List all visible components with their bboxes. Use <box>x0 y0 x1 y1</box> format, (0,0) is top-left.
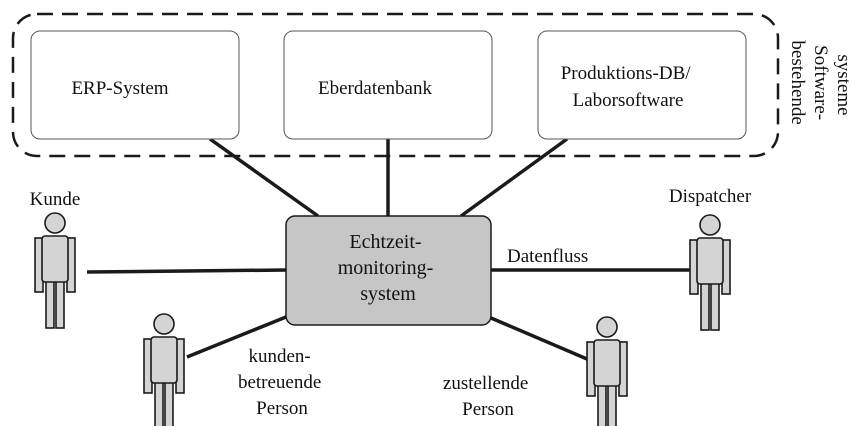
actor-label-dispatcher: Dispatcher <box>669 186 752 207</box>
person-torso <box>696 237 724 285</box>
person-icon-zustellende <box>586 316 628 426</box>
person-head <box>699 214 721 236</box>
system-box-erp: ERP-System <box>30 30 240 140</box>
person-leg-left <box>45 277 55 329</box>
link-kunde <box>86 268 287 274</box>
person-leg-right <box>164 378 174 426</box>
actor-label-zustellende: zustellende Person <box>443 373 533 420</box>
person-leg-right <box>710 279 720 331</box>
person-icon-kunde <box>34 212 76 329</box>
system-box-eberdatenbank: Eberdatenbank <box>283 30 493 140</box>
person-head <box>153 313 175 335</box>
system-eberdatenbank-label: Eberdatenbank <box>318 78 432 99</box>
person-icon-kundenbetreuende <box>143 313 185 426</box>
link-kundenbetreuende <box>186 315 287 359</box>
person-head <box>44 212 66 234</box>
system-produktions-db-label: Produktions-DB/ Laborsoftware <box>561 63 696 111</box>
monitoring-system-box: Echtzeit- monitoring- system <box>285 215 492 326</box>
person-leg-right <box>607 381 617 426</box>
data-flow-label: Datenfluss <box>507 246 588 267</box>
system-box-produktions-db: Produktions-DB/ Laborsoftware <box>537 30 747 140</box>
person-leg-left <box>154 378 164 426</box>
link-erp <box>208 137 320 218</box>
monitoring-system-label: Echtzeit- monitoring- system <box>338 231 439 305</box>
actor-label-kunde: Kunde <box>30 189 81 210</box>
link-produktions-db <box>459 137 569 218</box>
group-label: bestehende Software- systeme <box>787 40 851 129</box>
link-zustellende <box>490 316 588 361</box>
person-torso <box>150 336 178 384</box>
actor-label-kundenbetreuende: kunden- betreuende Person <box>238 346 326 419</box>
existing-software-group <box>11 12 780 158</box>
system-erp-label: ERP-System <box>71 78 168 99</box>
person-leg-right <box>55 277 65 329</box>
person-leg-left <box>700 279 710 331</box>
person-icon-dispatcher <box>689 214 731 331</box>
person-torso <box>41 235 69 283</box>
person-leg-left <box>597 381 607 426</box>
connection-lines <box>86 137 690 361</box>
person-head <box>596 316 618 338</box>
person-torso <box>593 339 621 387</box>
